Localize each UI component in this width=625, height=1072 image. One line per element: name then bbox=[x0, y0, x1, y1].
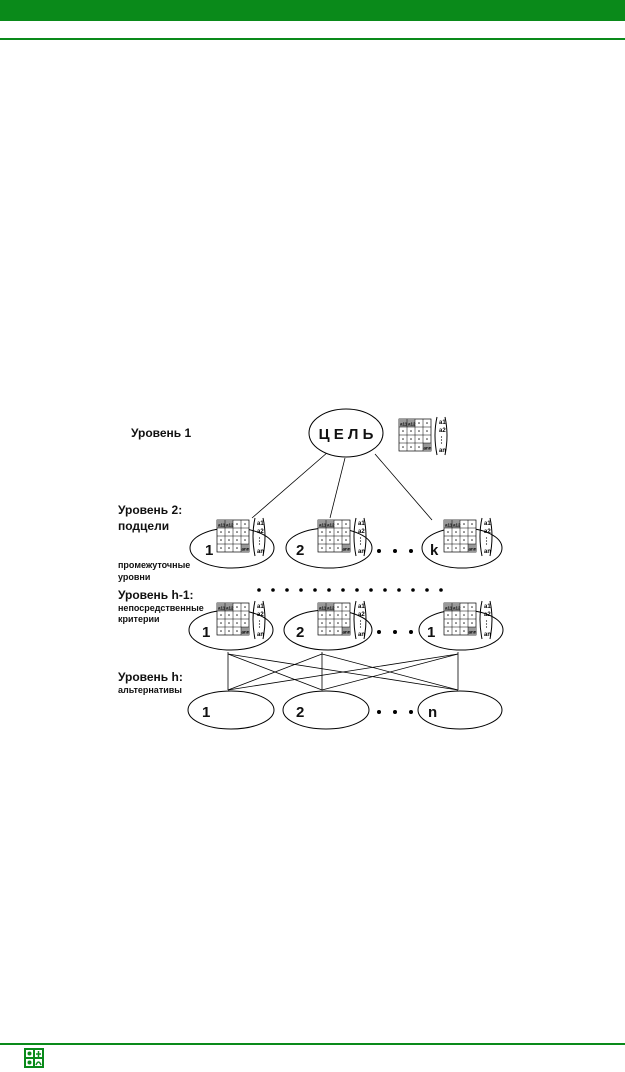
alternatives-ellipsis bbox=[377, 710, 413, 714]
alternative-node-n-label: n bbox=[428, 704, 437, 721]
alternative-node-n bbox=[417, 690, 503, 730]
criteria-node-1-label: 1 bbox=[202, 624, 210, 641]
goal-label: Ц Е Л Ь bbox=[319, 426, 374, 443]
alternative-node-2 bbox=[282, 690, 370, 730]
level2-node-k-label: k bbox=[430, 542, 439, 559]
criteria-node-2-label: 2 bbox=[296, 624, 304, 641]
goal-connectors bbox=[251, 451, 433, 521]
goal-node bbox=[308, 408, 384, 458]
level2-node-2-label: 2 bbox=[296, 542, 304, 559]
publisher-logo-icon bbox=[24, 1048, 44, 1068]
alternative-node-1-label: 1 bbox=[202, 704, 210, 721]
alternative-node-1 bbox=[187, 690, 275, 730]
footer-rule bbox=[0, 1043, 625, 1045]
label-intermediate-1: промежуточные bbox=[118, 560, 190, 570]
intermediate-levels-dots bbox=[257, 588, 443, 592]
label-level-h-sub: альтернативы bbox=[118, 685, 182, 695]
level2-node-1-label: 1 bbox=[205, 542, 213, 559]
label-level-h1-sub-2: критерии bbox=[118, 614, 160, 624]
label-level-2-sub: подцели bbox=[118, 519, 169, 533]
level2-ellipsis bbox=[377, 549, 413, 553]
header-bar bbox=[0, 0, 625, 21]
label-level-h1-sub-1: непосредственные bbox=[118, 603, 204, 613]
criteria-alternative-connectors bbox=[227, 652, 459, 691]
label-level-1: Уровень 1 bbox=[131, 426, 192, 440]
header-rule bbox=[0, 38, 625, 40]
label-level-h1: Уровень h-1: bbox=[118, 588, 194, 602]
goal-matrix-icon bbox=[398, 416, 448, 456]
criteria-ellipsis bbox=[377, 630, 413, 634]
label-intermediate-2: уровни bbox=[118, 572, 150, 582]
criteria-node-last-label: 1 bbox=[427, 624, 435, 641]
label-level-h: Уровень h: bbox=[118, 670, 183, 684]
alternative-node-2-label: 2 bbox=[296, 704, 304, 721]
label-level-2: Уровень 2: bbox=[118, 503, 182, 517]
